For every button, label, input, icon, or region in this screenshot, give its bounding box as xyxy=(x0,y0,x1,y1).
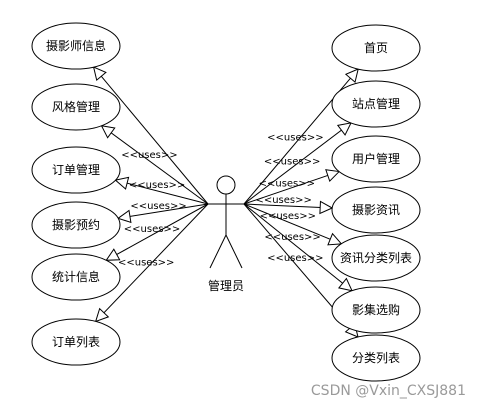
use-case-right-6 xyxy=(331,286,421,334)
arrow-head xyxy=(94,307,110,323)
arrow-head xyxy=(92,66,107,82)
uses-label: <<uses>> xyxy=(259,178,315,189)
use-case-right-5 xyxy=(331,234,421,282)
arrow-head xyxy=(319,200,334,215)
use-case-left-4-label: 摄影预约 xyxy=(52,217,100,232)
watermark: CSDN @Vxin_CXSJ881 xyxy=(311,383,466,399)
arrow-head xyxy=(116,209,132,224)
use-case-right-1-label: 首页 xyxy=(364,41,388,55)
association-line xyxy=(95,203,209,322)
use-case-right-4 xyxy=(331,186,421,234)
uses-label: <<uses>> xyxy=(121,150,177,161)
arrow-head xyxy=(344,68,359,83)
use-case-left-6 xyxy=(31,318,121,366)
uses-label: <<uses>> xyxy=(118,258,174,269)
arrow-head xyxy=(327,232,343,246)
association-line xyxy=(243,203,342,245)
arrow-head xyxy=(337,277,353,292)
use-case-right-6-label: 影集选购 xyxy=(352,302,400,317)
use-case-right-3 xyxy=(331,135,421,183)
use-case-right-7 xyxy=(331,334,421,382)
actor-administrator xyxy=(208,175,244,269)
arrow-head xyxy=(325,169,341,183)
use-case-left-5 xyxy=(31,253,121,301)
association-line xyxy=(118,203,209,219)
use-case-right-3-label: 用户管理 xyxy=(352,151,400,166)
uses-label: <<uses>> xyxy=(129,180,185,191)
association-line xyxy=(243,203,333,209)
actor-head xyxy=(216,175,236,195)
use-case-left-3 xyxy=(31,146,121,194)
uses-label: <<uses>> xyxy=(267,132,323,143)
arrow-head xyxy=(105,248,121,261)
uses-labels: <<uses>> <<uses>> <<uses>> <<uses>> <<uses>>… xyxy=(118,132,324,268)
use-case-right-5-label: 资讯分类列表 xyxy=(340,251,412,265)
use-case-right-1 xyxy=(331,24,421,72)
uses-label: <<uses>> xyxy=(267,253,323,264)
association-line xyxy=(105,203,209,261)
association-line xyxy=(243,171,340,205)
association-line xyxy=(243,122,352,205)
uses-label: <<uses>> xyxy=(264,157,320,168)
actor-left-leg xyxy=(209,234,227,269)
association-line xyxy=(243,203,353,292)
association-line xyxy=(101,125,209,205)
uses-label: <<uses>> xyxy=(130,201,186,212)
arrow-head xyxy=(100,125,116,139)
association-line xyxy=(93,66,209,205)
arrow-head xyxy=(336,122,352,136)
use-case-right-7-label: 分类列表 xyxy=(352,351,400,365)
arrow-head xyxy=(114,176,130,190)
use-case-left-2-label: 风格管理 xyxy=(52,99,100,114)
uses-label: <<uses>> xyxy=(260,211,316,222)
uses-label: <<uses>> xyxy=(264,232,320,243)
uses-label: <<uses>> xyxy=(124,224,180,235)
use-case-left-1-label: 摄影师信息 xyxy=(46,38,106,53)
use-case-left-1 xyxy=(31,22,121,70)
use-case-left-2 xyxy=(31,83,121,131)
use-case-left-3-label: 订单管理 xyxy=(52,162,100,177)
use-case-left-6-label: 订单列表 xyxy=(52,335,100,349)
use-case-right-4-label: 摄影资讯 xyxy=(352,202,400,217)
uses-label: <<uses>> xyxy=(255,195,311,206)
use-case-left-5-label: 统计信息 xyxy=(52,269,100,284)
actor-label: 管理员 xyxy=(208,278,244,293)
use-case-left-4 xyxy=(31,201,121,249)
use-case-right-2-label: 站点管理 xyxy=(352,96,400,111)
association-line xyxy=(115,179,209,205)
actor-right-leg xyxy=(225,234,243,269)
association-lines xyxy=(92,66,359,338)
use-case-right-2 xyxy=(331,80,421,128)
